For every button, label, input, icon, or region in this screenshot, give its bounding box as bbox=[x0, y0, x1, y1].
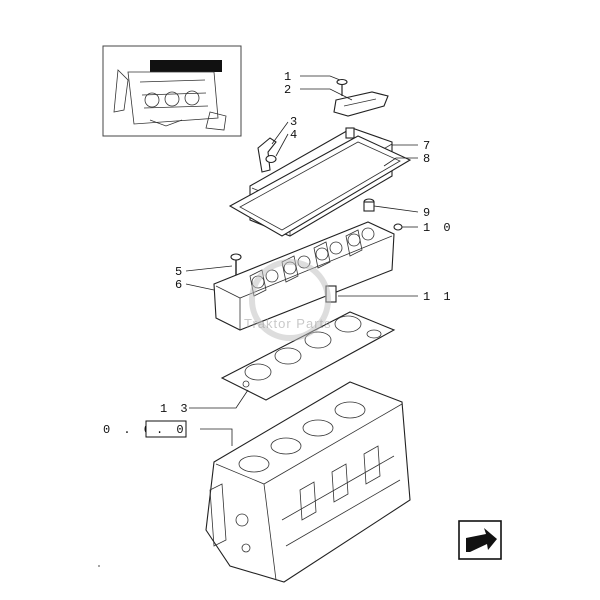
scan-dot bbox=[98, 565, 100, 567]
bolt-part-1 bbox=[336, 78, 348, 96]
callout-6[interactable]: 6 bbox=[175, 278, 185, 292]
callout-4[interactable]: 4 bbox=[290, 128, 300, 142]
leader-lines bbox=[185, 75, 419, 446]
callout-11[interactable]: 1 1 bbox=[423, 290, 454, 304]
callout-3[interactable]: 3 bbox=[290, 115, 300, 129]
reference-right: . 0 bbox=[156, 423, 187, 437]
engine-thumbnail[interactable] bbox=[102, 45, 242, 137]
reference-marker[interactable]: 0 . 0 . 0 bbox=[103, 420, 187, 438]
callout-7[interactable]: 7 bbox=[423, 139, 433, 153]
engine-block[interactable] bbox=[205, 381, 411, 583]
callouts: 1 2 3 4 5 6 7 8 9 1 0 1 1 1 3 bbox=[160, 70, 454, 416]
next-page-arrow-icon[interactable] bbox=[458, 520, 502, 560]
callout-1[interactable]: 1 bbox=[284, 70, 294, 84]
valve-cover-gasket[interactable] bbox=[228, 135, 412, 237]
cylinder-head[interactable] bbox=[213, 221, 395, 331]
reference-left: 0 . 0 bbox=[103, 423, 154, 437]
screw-part-10 bbox=[393, 223, 403, 231]
callout-8[interactable]: 8 bbox=[423, 152, 433, 166]
callout-5[interactable]: 5 bbox=[175, 265, 185, 279]
nut-part-4 bbox=[265, 154, 277, 164]
callout-10[interactable]: 1 0 bbox=[423, 221, 454, 235]
callout-2[interactable]: 2 bbox=[284, 83, 294, 97]
callout-9[interactable]: 9 bbox=[423, 206, 433, 220]
watermark: Traktor Parts bbox=[244, 259, 332, 341]
callout-13[interactable]: 1 3 bbox=[160, 402, 191, 416]
lifting-hook-part-3 bbox=[257, 137, 277, 173]
oil-plug-part-9 bbox=[363, 198, 375, 212]
watermark-text: Traktor Parts bbox=[244, 316, 332, 331]
